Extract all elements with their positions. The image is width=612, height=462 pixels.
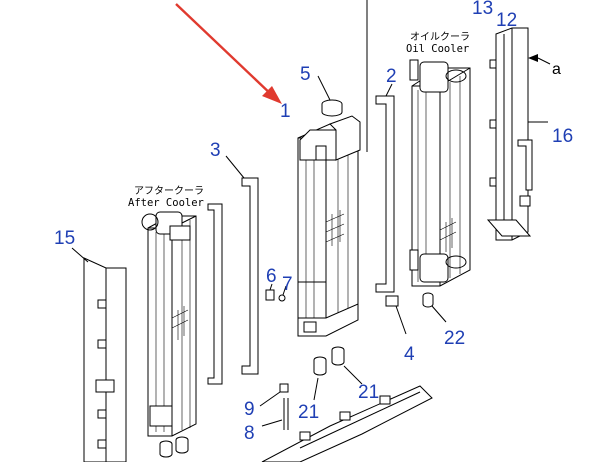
side-frame-16 xyxy=(486,27,548,241)
callout-13: 13 xyxy=(472,0,493,19)
callout-22: 22 xyxy=(444,328,465,349)
after-cooler-hose xyxy=(207,203,223,385)
callout-2: 2 xyxy=(386,66,397,87)
callout-6: 6 xyxy=(266,266,277,287)
callout-12: 12 xyxy=(496,10,517,31)
bottom-frame xyxy=(261,385,433,462)
callout-16: 16 xyxy=(552,126,573,147)
parts-6-7 xyxy=(265,283,287,302)
parts-8-9 xyxy=(259,383,289,430)
callout-3: 3 xyxy=(210,140,221,161)
ref-a-label: a xyxy=(552,61,561,78)
leader-21b xyxy=(343,365,363,385)
leader-21a xyxy=(313,377,319,401)
callout-15: 15 xyxy=(54,228,75,249)
callout-1: 1 xyxy=(280,101,291,122)
callout-21a: 21 xyxy=(298,402,319,423)
oil-cooler-jp-label: オイルクーラ xyxy=(410,31,470,43)
after-cooler xyxy=(141,211,197,437)
callout-7: 7 xyxy=(282,274,293,295)
part-22 xyxy=(422,292,447,323)
radiator-core xyxy=(297,115,361,337)
callout-9: 9 xyxy=(244,399,255,420)
hose-part-3 xyxy=(225,155,259,375)
mount-21b xyxy=(331,346,345,366)
after-cooler-en-label: After Cooler xyxy=(128,197,204,209)
hose-part-2 xyxy=(375,83,395,293)
callout-8: 8 xyxy=(244,423,255,444)
part-4 xyxy=(385,295,407,335)
left-frame-15 xyxy=(71,247,127,462)
mount-21a xyxy=(313,356,327,376)
callout-21b: 21 xyxy=(358,382,379,403)
callout-5: 5 xyxy=(300,64,311,85)
oil-cooler xyxy=(409,59,471,287)
callout-4: 4 xyxy=(404,344,415,365)
after-cooler-jp-label: アフタークーラ xyxy=(134,185,204,197)
mount-bottom-left xyxy=(159,436,189,458)
bolt-a xyxy=(528,54,551,65)
radiator-cap xyxy=(317,75,343,117)
red-pointer-arrow xyxy=(175,3,282,104)
oil-cooler-en-label: Oil Cooler xyxy=(406,43,469,55)
